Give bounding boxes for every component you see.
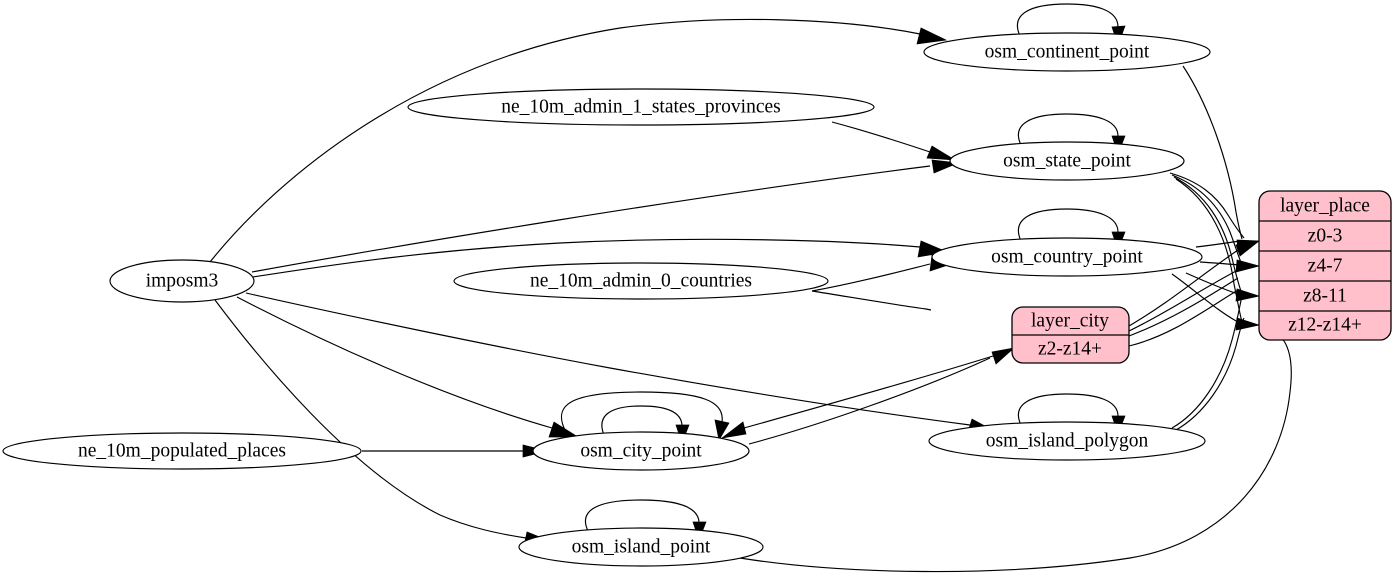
edge-imposm3-to-osm_country_point — [252, 238, 921, 278]
arrowhead — [991, 347, 1016, 365]
table-layer-city[interactable]: layer_city z2-z14+ — [1011, 306, 1130, 364]
node-shape — [407, 88, 875, 126]
edge-self-loop-osm_island_point — [584, 499, 700, 532]
edge-osm_city_point-to-layer_city — [748, 357, 991, 445]
node-osm-state-point[interactable]: osm_state_point — [949, 141, 1185, 181]
node-ne-10m-admin-1-states-provinces[interactable]: ne_10m_admin_1_states_provinces — [407, 88, 875, 126]
node-ne-10m-populated-places[interactable]: ne_10m_populated_places — [2, 432, 362, 470]
node-label: osm_city_point — [580, 440, 702, 461]
node-label: osm_island_point — [572, 536, 711, 557]
node-shape — [518, 527, 764, 567]
edge-layer_city-to-layer_place-z0-3 — [1128, 249, 1239, 327]
table-row-0[interactable]: z0-3 — [1308, 225, 1343, 246]
table-layer: layer_city z2-z14+ layer_place z0-3 z4-7… — [1011, 190, 1392, 364]
edge-osm_country_point-to-layer_place-z12-z14 — [1171, 273, 1239, 323]
node-shape — [931, 237, 1203, 277]
node-label: osm_continent_point — [985, 41, 1150, 62]
edge-layer_city-to-layer_place-z8-11 — [1128, 289, 1239, 347]
node-label: ne_10m_admin_0_countries — [530, 270, 752, 291]
node-label: osm_island_polygon — [986, 430, 1149, 451]
edge-ne_countries-to-osm_country_point — [811, 290, 932, 311]
edge-osm_island_polygon-to-layer_place-z8-11 — [1171, 295, 1243, 429]
edge-self-loop-osm_state_point — [1017, 113, 1119, 146]
arrowhead — [916, 27, 948, 45]
edge-self-loop-osm_continent_point — [1016, 3, 1119, 37]
arrowhead — [1235, 259, 1261, 273]
arrowhead — [926, 145, 956, 161]
node-shape — [923, 32, 1211, 72]
node-osm-island-point[interactable]: osm_island_point — [518, 527, 764, 567]
node-shape — [2, 432, 362, 470]
node-layer: imposm3 ne_10m_admin_1_states_provinces … — [2, 32, 1211, 567]
edge-imposm3-to-osm_continent_point — [209, 18, 921, 263]
edge-imposm3-to-osm_island_polygon — [245, 292, 971, 426]
edge-self-loop-osm_city_point-outer — [560, 391, 723, 433]
node-label: ne_10m_populated_places — [78, 440, 286, 461]
table-title: layer_place — [1280, 195, 1370, 216]
table-row-1[interactable]: z4-7 — [1308, 255, 1343, 276]
node-osm-country-point[interactable]: osm_country_point — [931, 237, 1203, 277]
node-ne-10m-admin-0-countries[interactable]: ne_10m_admin_0_countries — [453, 262, 829, 300]
node-shape — [532, 431, 750, 471]
edge-imposm3-to-osm_city_point — [236, 296, 553, 429]
edge-osm_island_polygon-to-layer_place-z12-z14 — [1175, 317, 1245, 431]
arrowhead — [548, 421, 580, 438]
edge-layer_city-to-layer_place-z4-7-b — [1128, 277, 1239, 337]
table-row-3[interactable]: z12-z14+ — [1288, 314, 1362, 335]
edge-layer_city-to-layer_place-z4-7-a — [1128, 269, 1239, 332]
node-osm-island-polygon[interactable]: osm_island_polygon — [928, 421, 1206, 461]
edge-ne_countries-to-osm_country_point-b — [811, 263, 931, 292]
edge-layer_city-to-osm_city_point — [743, 349, 1013, 429]
arrowhead — [1235, 288, 1261, 302]
edge-self-loop-osm_city_point-inner — [601, 405, 683, 436]
edge-osm_country_point-to-layer_place-z4-7 — [1199, 261, 1241, 266]
table-layer-place[interactable]: layer_place z0-3 z4-7 z8-11 z12-z14+ — [1258, 190, 1392, 341]
table-row-2[interactable]: z8-11 — [1303, 285, 1347, 306]
table-row-0[interactable]: z2-z14+ — [1038, 338, 1102, 359]
node-label: osm_state_point — [1003, 150, 1131, 171]
edge-self-loop-osm_island_polygon — [1017, 393, 1119, 426]
table-shape — [1258, 190, 1392, 341]
edge-osm_continent_point-to-layer_place-z0-3 — [1182, 65, 1243, 240]
node-osm-city-point[interactable]: osm_city_point — [532, 431, 750, 471]
node-label: imposm3 — [146, 270, 219, 291]
node-imposm3[interactable]: imposm3 — [109, 259, 255, 303]
edge-self-loop-osm_country_point — [1017, 208, 1119, 242]
node-shape — [109, 259, 255, 303]
edge-osm_island_point-to-layer_place-z12-z14 — [739, 335, 1292, 573]
edge-osm_state_point-to-layer_place-z4-7 — [1171, 174, 1243, 266]
edge-osm_state_point-to-layer_place-z8-11 — [1173, 176, 1243, 295]
edge-osm_state_point-to-layer_place-z0-3 — [1169, 172, 1245, 239]
node-shape — [453, 262, 829, 300]
node-osm-continent-point[interactable]: osm_continent_point — [923, 32, 1211, 72]
node-label: osm_country_point — [991, 246, 1143, 267]
arrowhead — [714, 419, 730, 441]
arrowhead — [721, 421, 747, 439]
edge-ne_states-to-osm_state_point — [831, 121, 931, 153]
edge-imposm3-to-osm_island_point — [214, 299, 527, 539]
node-shape — [928, 421, 1206, 461]
node-label: ne_10m_admin_1_states_provinces — [501, 96, 780, 117]
edge-imposm3-to-osm_state_point — [251, 165, 931, 273]
arrowhead — [1235, 317, 1261, 331]
node-shape — [949, 141, 1185, 181]
table-title: layer_city — [1031, 310, 1109, 331]
arrowhead — [1235, 240, 1260, 257]
edge-osm_country_point-to-layer_place-z0-3 — [1195, 240, 1241, 248]
